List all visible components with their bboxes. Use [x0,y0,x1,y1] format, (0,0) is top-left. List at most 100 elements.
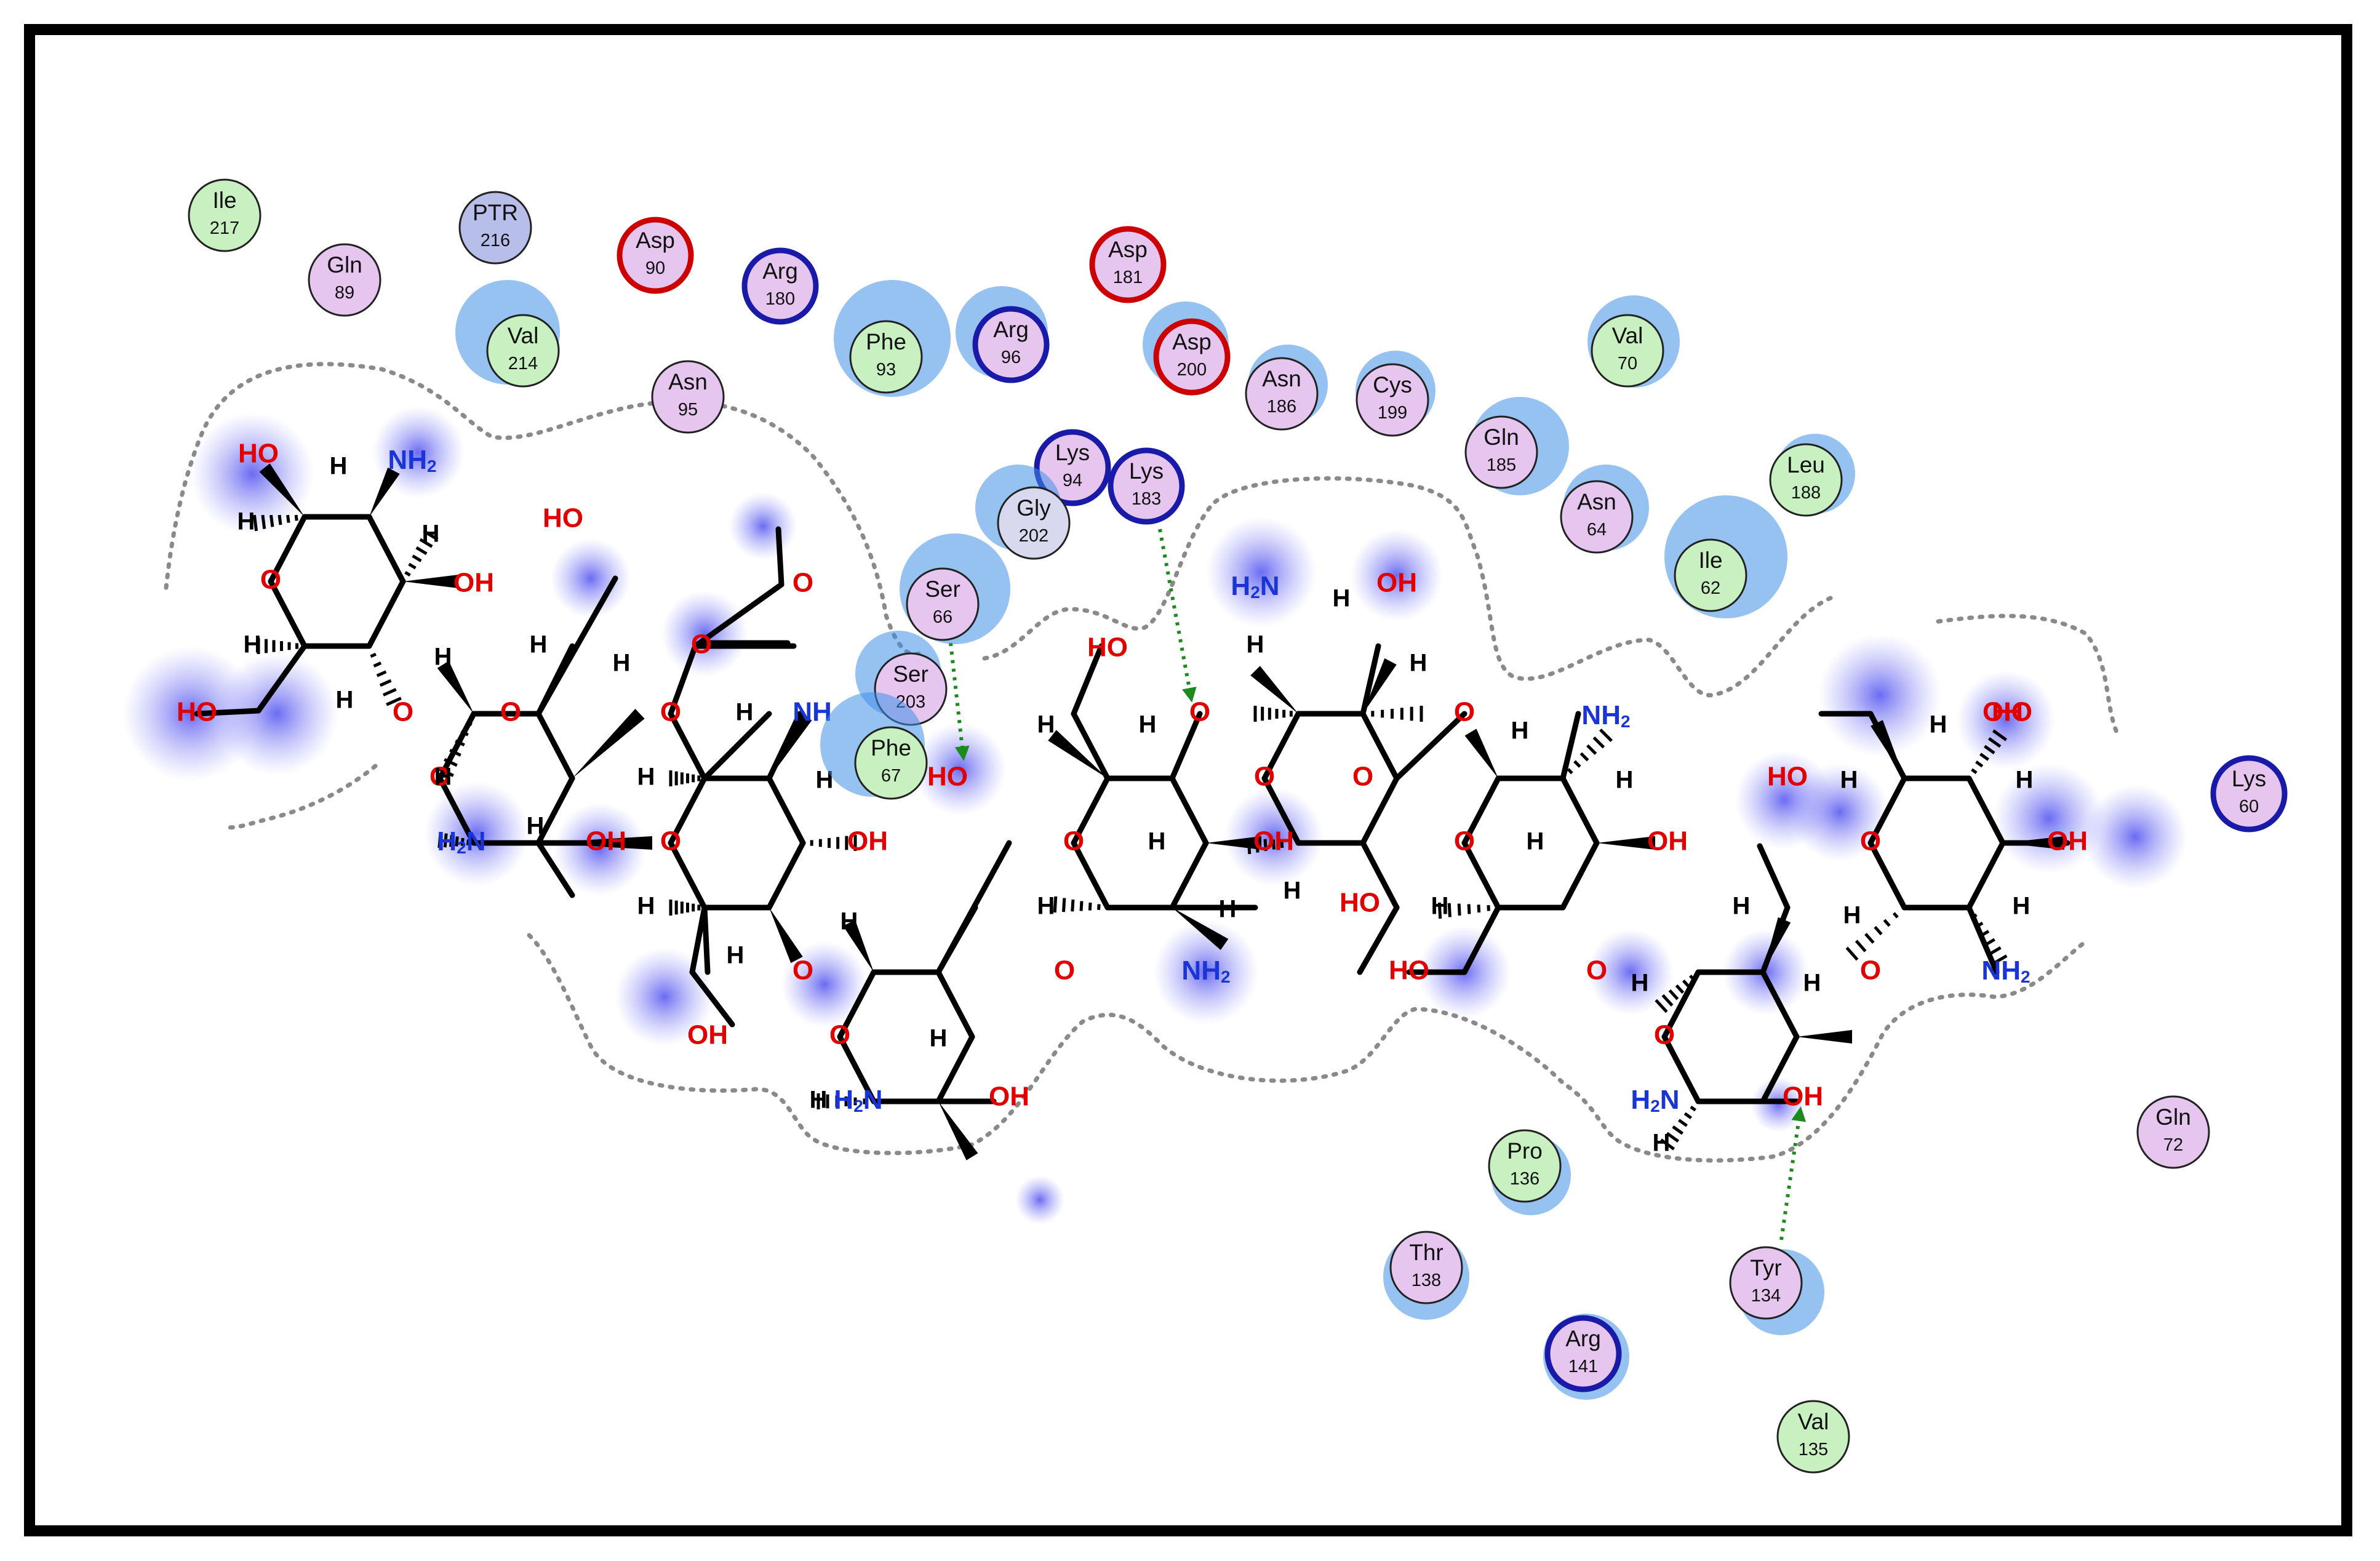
hash-bond [460,730,469,737]
atom-label: HO [1992,697,2032,727]
residue-circle [1245,357,1319,431]
hash-bond [370,652,377,658]
bond [701,711,772,781]
hash-bond [1987,946,2002,956]
residue-number: 93 [876,360,896,380]
wedge-bond [769,908,803,964]
exposure-blob [554,803,646,895]
residue-number: 216 [481,231,510,250]
exposure-blob [1994,763,2104,874]
residue-circle [849,320,923,394]
atom-label: H [1733,893,1751,920]
exposure-blob [615,948,714,1046]
atom-label: O [393,697,413,727]
atom-label: H [527,813,545,840]
residue-circle [1356,363,1429,437]
bond [437,775,477,846]
residue-number: 134 [1751,1286,1781,1306]
residue-name: Cys [1373,372,1412,397]
hash-bond [1975,921,1984,928]
residue-circle [1769,443,1843,517]
hash-bond [269,514,274,527]
bond [1867,840,1907,911]
residue-number: 183 [1132,489,1161,509]
hash-bond [252,514,258,532]
hash-bond [1971,913,1978,919]
hydrogen-bond [1779,1106,1807,1240]
hash-bond [1683,1112,1692,1120]
atom-label: H [1843,902,1861,929]
atom-label: O [1654,1020,1675,1050]
hash-bond [449,748,461,757]
exposure-blob [123,646,258,781]
wedge-bond [769,713,812,778]
atom-label: H [1410,650,1428,677]
residue-number: 96 [1001,348,1021,367]
atom-label: OH [1983,697,2023,727]
bond [1261,775,1301,846]
atom-label: H [1431,893,1449,920]
residue-name: Asp [636,228,675,253]
atom-label: H [613,650,631,677]
atom-label: OH [453,568,494,598]
hash-bond [1690,1105,1696,1112]
hash-bond [1071,899,1075,912]
hash-bond [1437,902,1442,919]
hydrogen-bonds [949,529,1807,1240]
residue-number: 217 [210,218,239,238]
atom-label: HO [543,503,583,533]
residue-name: Thr [1409,1240,1444,1265]
atom-label: H [1840,767,1858,794]
exposure-blob [1351,529,1443,621]
exposure-blob [1154,920,1258,1024]
hash-bond [1079,901,1084,911]
exposure-blob [1957,671,2055,769]
exposure-blob [1791,763,1889,861]
bond [1360,643,1381,717]
residue-circle [741,247,819,325]
bond [1169,711,1203,781]
bond [366,514,406,585]
hash-bond [455,739,465,747]
hash-bond [261,514,266,529]
residue-name: Phe [871,735,911,761]
residue-name: Asn [1577,489,1616,514]
residue-circle [1560,480,1634,554]
hash-bond [1864,933,1875,944]
atom-label: OH [687,1020,728,1050]
atom-label: OH [1253,826,1294,856]
residue-name: Asp [1172,329,1212,354]
residue-number: 200 [1177,360,1207,380]
exposure-blob [551,538,631,618]
bond [766,711,803,781]
atom-label: H [1803,970,1821,997]
bond [1661,1034,1701,1104]
residue-name: Asn [1262,366,1301,391]
residue-circle [1591,314,1664,388]
bond [935,969,975,1040]
wedge-bond [538,836,652,850]
residue-ptr-216: PTR 216 [458,191,532,265]
residue-circle [1153,318,1231,396]
hash-bond [386,697,402,706]
residue-number: 60 [2239,797,2259,816]
residue-name: PTR [473,200,518,225]
atom-label: OH [1647,826,1688,856]
hash-bond [466,721,473,727]
atom-label: H [330,453,348,480]
residue-name: Lys [1129,458,1164,484]
atom-label: O [793,568,813,598]
exposure-blob [1015,1175,1064,1224]
hash-bond [1874,925,1883,936]
residue-number: 94 [1063,471,1082,490]
